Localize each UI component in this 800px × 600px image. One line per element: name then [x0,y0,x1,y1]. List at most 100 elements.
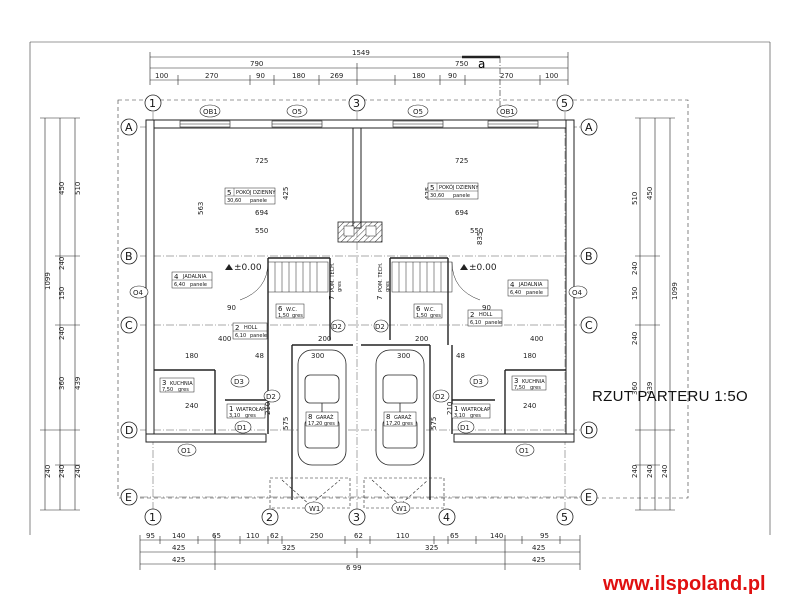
room-name: W.C. [286,307,297,313]
room-number: 7 [328,296,336,300]
room-name: JADALNIA [182,274,207,280]
dim-bottom: 140 [490,532,503,540]
dim-right: 360 [631,382,639,395]
dim-left: 240 [74,465,82,478]
room-number: 5 [227,189,231,197]
dim-interior: 835 [476,232,484,245]
room-name: GARAŻ [394,414,412,421]
axis-label: B [125,250,133,263]
dim-left: 360 [58,377,66,390]
chimney-block [337,221,383,243]
level-mark: ±0.00 [234,263,262,273]
dim-right: 1099 [671,282,679,300]
room-number: 7 [376,296,384,300]
room-floor: gres [245,413,256,419]
dim-interior: 575 [282,417,290,430]
room-name: KUCHNIA [170,381,193,387]
room-area: 7,50 [162,387,173,393]
room-floor: panele [250,198,267,204]
axis-label: 4 [443,511,450,524]
interior-walls [154,257,566,500]
dim-interior: 48 [255,352,264,360]
room-name: POM. TECH. [378,262,384,292]
room-number: 2 [235,324,239,332]
axis-label: E [125,491,132,504]
axis-label: D [585,424,593,437]
dim-bottom: 62 [270,532,279,540]
dim-bottom: 110 [396,532,409,540]
dim-seg: 90 [256,72,265,80]
dim-right: 240 [631,465,639,478]
dim-left: 1099 [44,272,52,290]
top-segment-labels: 100 270 90 180 269 180 90 270 100 [155,72,558,80]
dim-right: 439 [646,382,654,395]
dim-bottom: 95 [146,532,155,540]
car-right [375,349,425,466]
dim-interior: 725 [255,157,268,165]
axis-label: 5 [561,511,568,524]
room-floor: gres [470,413,481,419]
room-number: 4 [174,273,179,281]
dim-seg: 180 [412,72,425,80]
axis-label: C [585,319,593,332]
dim-seg: 270 [205,72,218,80]
room-number: 1 [229,405,233,413]
room-name: POKÓJ DZIENNY [236,189,276,196]
dim-seg: 180 [292,72,305,80]
room-number: 2 [470,311,474,319]
room-number: 5 [430,184,434,192]
dim-interior: 180 [523,352,536,360]
dim-left: 450 [58,182,66,195]
room-area: 1,50 [416,313,427,319]
dim-interior: 180 [185,352,198,360]
dim-bottom: 65 [212,532,221,540]
axis-bubbles: 1 3 5 1 2 3 4 5 A B C D E A B C D E [120,94,598,526]
room-number: 8 [308,413,312,421]
dim-bottom: 250 [310,532,323,540]
opening-tag: O4 [572,289,583,297]
level-marks: ±0.00 ±0.00 [225,263,497,273]
axis-label: D [125,424,133,437]
axis-label: E [585,491,592,504]
dim-left: 240 [44,465,52,478]
section-mark: a [478,57,485,71]
room-name: KUCHNIA [522,379,545,385]
room-area: 6,40 [174,282,185,288]
room-area: 17,20 [308,421,322,427]
opening-tag: D2 [266,393,276,401]
axis-label: 3 [353,97,360,110]
door-tag: W1 [309,505,320,513]
room-floor: panele [453,193,470,199]
window-tag: O5 [292,108,302,116]
room-name: HOLL [479,312,492,318]
opening-tags: O4 O4 D3 D3 D2 D2 D1 D1 O1 O1 D2 D2 [129,285,588,457]
room-floor: gres [178,387,189,393]
level-mark: ±0.00 [469,263,497,273]
axis-label: C [125,319,133,332]
room-name: HOLL [244,325,257,331]
dim-interior: 400 [530,335,543,343]
dim-interior: 400 [218,335,231,343]
dim-right: 240 [661,465,669,478]
opening-tag: D1 [460,424,470,432]
dim-seg: 100 [155,72,168,80]
dim-right: 510 [631,192,639,205]
bottom-dimension-chain [139,535,581,570]
room-floor: panele [250,333,267,339]
dim-right: 240 [631,262,639,275]
interior-dims: 725 725 694 694 550 550 563 425 425 835 … [185,157,543,430]
room-area: 6,10 [470,320,481,326]
room-floor: gres [530,385,541,391]
dim-bottom: 325 [282,544,295,552]
room-area: 30,60 [430,193,444,199]
dim-interior: 694 [255,209,269,217]
dim-interior: 200 [415,335,428,343]
dim-seg: 90 [448,72,457,80]
dim-right: 450 [646,187,654,200]
dim-bottom: 325 [425,544,438,552]
room-floor: gres [292,313,303,319]
bottom-dim-labels: 95 140 65 110 62 250 62 110 65 140 95 42… [146,532,549,572]
dim-interior: 563 [197,202,205,215]
dim-interior: 48 [456,352,465,360]
